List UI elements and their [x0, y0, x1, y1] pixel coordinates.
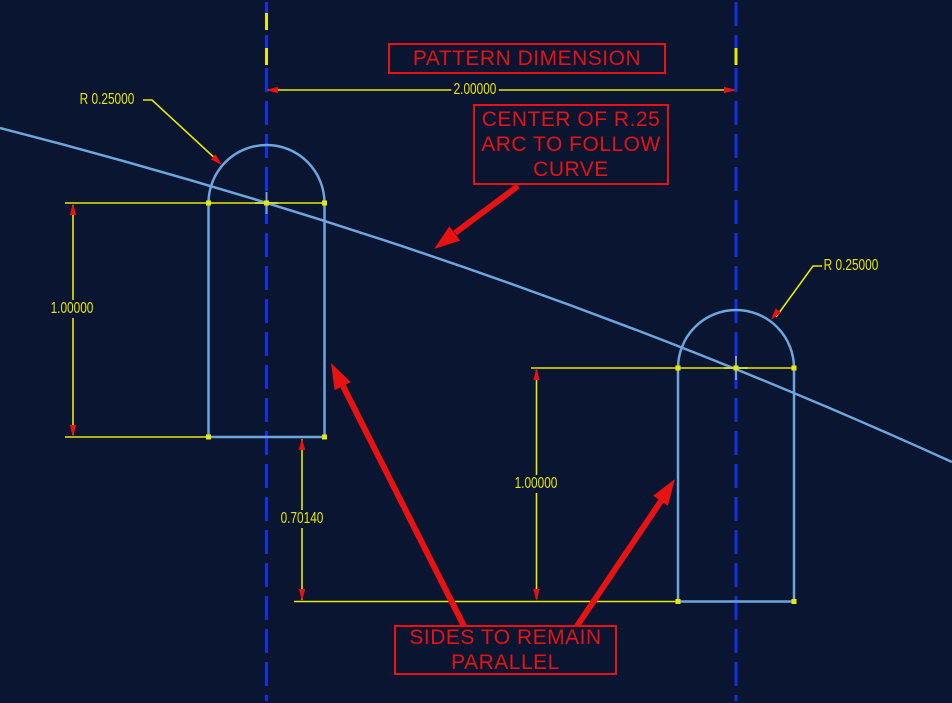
right-radius-label[interactable]: R 0.25000 [823, 257, 879, 274]
center-note-line-2: ARC TO FOLLOW [481, 133, 661, 156]
leader-arrowhead-icon [771, 308, 782, 320]
big-arrowhead-icon [434, 226, 461, 249]
parallel-note-line-1: SIDES TO REMAIN [409, 626, 602, 649]
arrowhead-down-icon [298, 589, 306, 601]
arrowhead-down-icon [69, 425, 77, 437]
bottom-offset-dimension-text[interactable]: 0.70140 [278, 510, 326, 528]
center-of-arc-note[interactable]: CENTER OF R.25 ARC TO FOLLOW CURVE [473, 104, 669, 185]
arrowhead-up-icon [69, 203, 77, 215]
arrowhead-up-icon [533, 368, 540, 380]
dimension-lines[interactable] [65, 89, 822, 603]
big-arrowhead-icon [331, 363, 351, 391]
sides-parallel-note[interactable]: SIDES TO REMAIN PARALLEL [394, 625, 617, 675]
left-radius-leader-line[interactable] [143, 99, 220, 163]
pattern-dimension-note[interactable]: PATTERN DIMENSION [388, 43, 666, 74]
parallel-note-line-2: PARALLEL [451, 651, 560, 674]
arrowhead-up-icon [298, 438, 306, 450]
parallel-note-right-arrow [574, 479, 675, 628]
dimension-arrowheads [69, 86, 782, 601]
right-radius-leader-line[interactable] [775, 265, 822, 318]
pattern-dimension-note-text: PATTERN DIMENSION [412, 47, 642, 70]
arrowhead-down-icon [533, 589, 540, 601]
left-slot-profile[interactable] [207, 143, 326, 439]
curve-note-arrow [434, 183, 520, 249]
pattern-width-dimension-text[interactable]: 2.00000 [451, 81, 499, 99]
left-slot-height-dimension-text[interactable]: 1.00000 [48, 300, 96, 318]
left-radius-label[interactable]: R 0.25000 [79, 91, 135, 108]
leader-arrowhead-icon [210, 154, 222, 165]
right-slot-height-dimension-text[interactable]: 1.00000 [512, 475, 560, 493]
big-arrowhead-icon [653, 479, 675, 506]
parallel-note-left-arrow [331, 363, 467, 628]
right-slot-profile[interactable] [676, 308, 796, 603]
annotation-arrows [331, 183, 675, 628]
arrowhead-right-icon [724, 86, 736, 94]
center-note-line-1: CENTER OF R.25 [481, 108, 661, 131]
guide-curve[interactable] [0, 126, 952, 464]
center-note-line-3: CURVE [533, 158, 609, 181]
arrowhead-left-icon [266, 86, 278, 94]
endpoint-markers [206, 200, 797, 604]
